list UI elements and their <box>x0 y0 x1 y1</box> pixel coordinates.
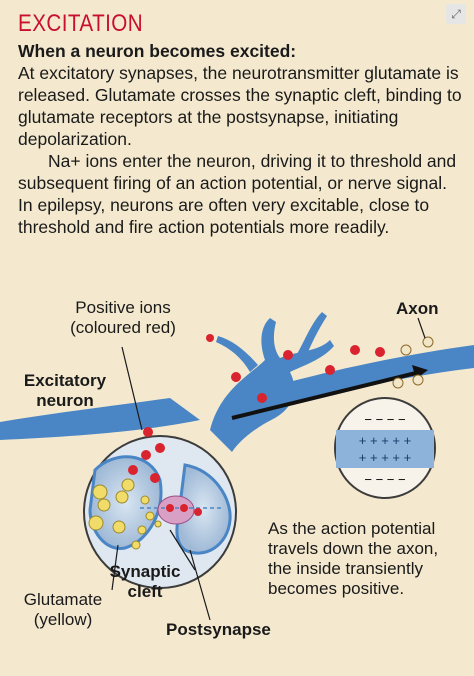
synaptic-cleft-label: Synaptic cleft <box>100 562 190 602</box>
page-title: EXCITATION <box>18 10 144 37</box>
postsynapse-label: Postsynapse <box>166 620 271 639</box>
axon-label: Axon <box>396 299 439 318</box>
synaptic-cleft-line-1: Synaptic <box>109 562 181 581</box>
note-line-3: the inside transiently <box>268 559 423 578</box>
excitatory-neuron-line-1: Excitatory <box>23 371 107 390</box>
positive-ions-line-1: Positive ions <box>75 298 171 317</box>
description: At excitatory synapses, the neurotransmi… <box>18 62 464 238</box>
synaptic-cleft-line-2: cleft <box>127 582 163 601</box>
postsynaptic-neuron <box>210 312 334 452</box>
note-line-4: becomes positive. <box>268 579 405 598</box>
excitatory-neuron-line-2: neuron <box>36 391 94 410</box>
excitatory-neuron-label: Excitatory neuron <box>10 371 120 411</box>
header: EXCITATION When a neuron becomes excited… <box>18 10 464 238</box>
glutamate-line-1: Glutamate <box>23 590 103 609</box>
axon-positive-row-1: + + + + + <box>359 433 411 448</box>
paragraph-1: At excitatory synapses, the neurotransmi… <box>18 63 462 149</box>
positive-ions-label: Positive ions (coloured red) <box>48 298 198 338</box>
axon-positive-row-2: + + + + + <box>359 450 411 465</box>
postsynaptic-spine <box>175 463 232 555</box>
subtitle: When a neuron becomes excited: <box>18 41 297 61</box>
excitatory-neuron-axon <box>0 398 200 440</box>
positive-ions <box>128 334 385 516</box>
axon-top-charges: − − − − <box>364 412 405 427</box>
axon-bottom-charges: − − − − <box>364 472 405 487</box>
note-line-2: travels down the axon, <box>268 539 439 558</box>
note-line-1: As the action potential <box>268 519 436 538</box>
action-potential-note: As the action potential travels down the… <box>268 519 468 599</box>
glutamate-line-2: (yellow) <box>33 610 93 629</box>
outer-ions <box>392 336 434 389</box>
positive-ions-line-2: (coloured red) <box>70 318 176 337</box>
presynaptic-bouton <box>88 455 163 550</box>
synapse-diagram: − − − − + + + + + + + + + + − − − − <box>0 312 474 621</box>
expand-icon[interactable]: ⤢ <box>446 4 466 24</box>
glutamate-label: Glutamate (yellow) <box>8 590 118 630</box>
glutamate-receptor <box>157 495 195 525</box>
pointer-lines <box>111 317 426 621</box>
action-potential-arrow <box>231 370 421 420</box>
glutamate-vesicles <box>88 478 162 550</box>
paragraph-2: Na+ ions enter the neuron, driving it to… <box>18 151 457 237</box>
